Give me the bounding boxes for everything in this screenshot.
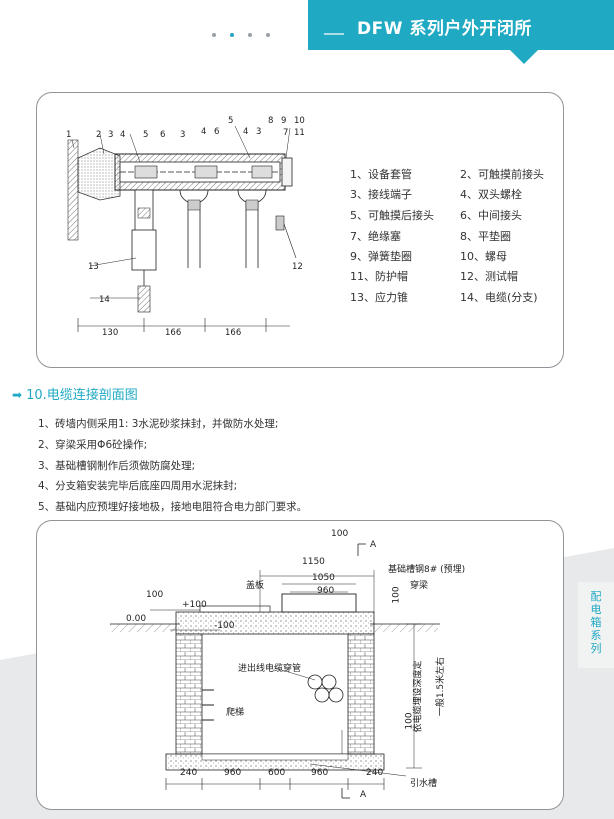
callout-label: 11	[294, 128, 305, 138]
callout-label: 2	[96, 130, 102, 140]
callout-label: 10	[294, 116, 305, 126]
legend-item: 11、防护帽	[350, 270, 408, 283]
pagination-dot-active	[230, 33, 234, 37]
pagination-dot	[266, 33, 270, 37]
dimension-label: 960	[317, 586, 335, 596]
dimension-label: 130	[102, 328, 119, 338]
level-label: -100	[214, 621, 235, 631]
arrow-right-icon: ➡	[12, 388, 23, 402]
bottom-dimension-label: 240	[366, 768, 384, 778]
bottom-dimension-label: 960	[311, 768, 329, 778]
dimension-label: 100	[391, 586, 402, 604]
connector-cross-section-diagram	[67, 125, 297, 332]
callout-label: 3	[108, 130, 114, 140]
dimension-label: 166	[165, 328, 182, 338]
dimension-label: 166	[225, 328, 242, 338]
cable-pipe-label: 进出线电缆穿管	[238, 664, 302, 674]
bottom-dimension-label: 240	[180, 768, 198, 778]
legend-item: 12、测试帽	[460, 270, 518, 283]
section-mark-label: A	[360, 790, 367, 800]
level-label: +100	[182, 600, 207, 610]
bottom-dimension-label: 960	[224, 768, 242, 778]
cover-plate-label: 盖板	[246, 581, 265, 591]
note-item: 1、砖墙内侧采用1: 3水泥砂浆抹封，并做防水处理;	[38, 418, 279, 430]
header-banner	[308, 0, 614, 64]
callout-label: 3	[256, 127, 262, 137]
callout-label: 5	[228, 116, 234, 126]
depth-label: 依电缆埋设深度定	[413, 660, 424, 733]
dimension-label: 1050	[312, 573, 335, 583]
callout-label: 9	[281, 116, 287, 126]
section-mark-label: A	[370, 540, 377, 550]
legend-item: 4、双头螺栓	[460, 188, 522, 201]
callout-label: 4	[201, 127, 207, 137]
dimension-label: 1150	[302, 557, 325, 567]
callout-label: 4	[243, 127, 249, 137]
legend-item: 6、中间接头	[460, 209, 522, 222]
callout-label: 5	[143, 130, 149, 140]
callout-label: 6	[160, 130, 166, 140]
legend-item: 5、可触摸后接头	[350, 209, 434, 222]
callout-label: 13	[88, 262, 99, 272]
connector-diagram-panel	[36, 92, 564, 368]
drain-label: 引水槽	[410, 779, 438, 789]
level-label: 0.00	[126, 614, 147, 624]
channel-steel-label: 基础槽钢8# (预埋)	[388, 565, 466, 575]
side-category-label: 配电箱系列	[590, 590, 602, 655]
bottom-dimension-label: 600	[268, 768, 286, 778]
pagination-dot	[248, 33, 252, 37]
callout-label: 8	[268, 116, 274, 126]
callout-label: 4	[120, 130, 126, 140]
legend-item: 13、应力锥	[350, 291, 408, 304]
note-item: 3、基础槽钢制作后须做防腐处理;	[38, 460, 196, 472]
pagination-dot	[212, 33, 216, 37]
legend-item: 10、螺母	[460, 250, 507, 263]
beam-label: 穿梁	[410, 581, 429, 591]
legend-item: 9、弹簧垫圈	[350, 250, 412, 263]
callout-label: 12	[292, 262, 303, 272]
legend-item: 2、可触摸前接头	[460, 168, 544, 181]
ladder-label: 爬梯	[226, 708, 245, 718]
note-item: 5、基础内应预埋好接地极，接地电阻符合电力部门要求。	[38, 501, 308, 513]
legend-item: 7、绝缘塞	[350, 230, 401, 243]
callout-label: 1	[66, 130, 72, 140]
depth-label: 一般1.5米左右	[436, 656, 447, 717]
legend-item: 14、电缆(分支)	[460, 291, 538, 304]
foundation-cross-section-diagram	[110, 543, 440, 799]
callout-label: 14	[99, 295, 110, 305]
section-heading: ➡10.电缆连接剖面图	[12, 384, 138, 403]
dimension-label: 100	[331, 529, 349, 539]
callout-label: 7	[283, 128, 289, 138]
note-item: 2、穿梁采用Φ6砼操作;	[38, 439, 148, 451]
legend-item: 8、平垫圈	[460, 230, 511, 243]
legend-item: 1、设备套管	[350, 168, 412, 181]
section-heading-text: 10.电缆连接剖面图	[26, 388, 138, 403]
callout-label: 3	[180, 130, 186, 140]
callout-label: 6	[214, 127, 220, 137]
legend-item: 3、接线端子	[350, 188, 412, 201]
note-item: 4、分支箱安装完毕后底座四周用水泥抹封;	[38, 480, 238, 492]
dimension-label: 100	[146, 590, 164, 600]
side-category-tab	[578, 582, 614, 668]
page-title: DFW 系列户外开闭所	[357, 19, 532, 39]
